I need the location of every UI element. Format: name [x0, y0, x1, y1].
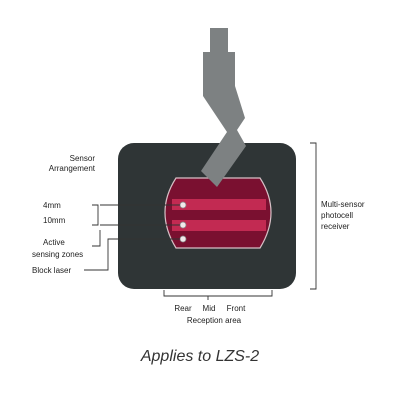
label-sensing-zones: sensing zones	[32, 250, 83, 259]
bracket-receiver	[310, 142, 317, 290]
label-arrangement: Arrangement	[49, 164, 96, 173]
label-10mm: 10mm	[43, 216, 66, 225]
leader-block-laser	[84, 238, 180, 271]
label-multi-sensor: Multi-sensor	[321, 200, 365, 209]
bracket-dimensions	[92, 204, 99, 226]
leader-active-zones	[92, 230, 101, 247]
dot-4mm	[179, 201, 187, 209]
label-rear: Rear	[174, 304, 192, 313]
label-front: Front	[227, 304, 246, 313]
label-mid: Mid	[203, 304, 216, 313]
bracket-reception-area	[163, 290, 273, 297]
mounting-arm	[201, 28, 246, 187]
dot-10mm	[179, 221, 187, 229]
sensing-zone-lower	[172, 220, 266, 231]
sensing-zone-upper	[172, 199, 266, 210]
label-4mm: 4mm	[43, 201, 61, 210]
label-active: Active	[43, 238, 65, 247]
label-sensor: Sensor	[70, 154, 96, 163]
label-receiver: receiver	[321, 222, 350, 231]
dot-block-laser	[179, 235, 187, 243]
label-reception-area: Reception area	[187, 316, 242, 325]
label-photocell: photocell	[321, 211, 353, 220]
caption: Applies to LZS-2	[140, 348, 260, 365]
label-block-laser: Block laser	[32, 266, 71, 275]
